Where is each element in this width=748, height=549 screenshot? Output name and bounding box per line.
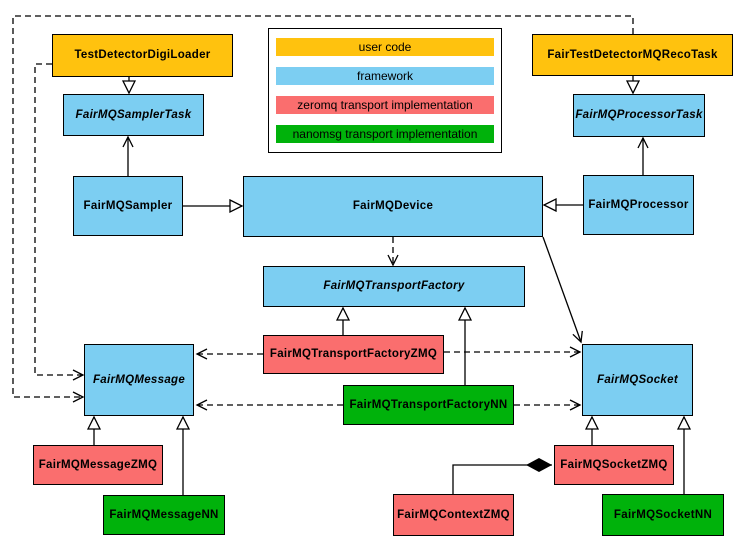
class-box-fairmqsocketzmq: FairMQSocketZMQ xyxy=(554,445,674,485)
edge-contextzmq-socketzmq xyxy=(452,458,552,494)
class-box-fairmqsamplertask: FairMQSamplerTask xyxy=(63,94,204,136)
class-box-fairmqprocessor: FairMQProcessor xyxy=(583,175,694,235)
class-box-fairmqtransportfactory: FairMQTransportFactory xyxy=(263,266,525,307)
class-box-fairmqdevice: FairMQDevice xyxy=(243,176,543,237)
class-box-fairmqtransportfactorynn: FairMQTransportFactoryNN xyxy=(343,385,514,425)
legend-item-zeromq: zeromq transport implementation xyxy=(276,96,494,114)
edge-device-socket xyxy=(542,236,583,344)
legend-item-user-code: user code xyxy=(276,38,494,56)
legend-item-nanomsg: nanomsg transport implementation xyxy=(276,125,494,143)
class-box-fairmqprocessortask: FairMQProcessorTask xyxy=(573,94,705,137)
class-box-fairmqmessage: FairMQMessage xyxy=(84,344,194,416)
edge-digiloader-message xyxy=(34,63,85,381)
class-box-fairmqtransportfactoryzmq: FairMQTransportFactoryZMQ xyxy=(263,335,444,374)
legend-item-framework: framework xyxy=(276,67,494,85)
legend: user code framework zeromq transport imp… xyxy=(268,28,502,153)
class-box-testdetectordigiloader: TestDetectorDigiLoader xyxy=(52,34,233,77)
class-box-fairmqmessagenn: FairMQMessageNN xyxy=(103,495,225,535)
class-box-fairmqsampler: FairMQSampler xyxy=(73,176,183,236)
class-box-fairmqmessagezmq: FairMQMessageZMQ xyxy=(33,445,163,485)
edge-recotask-message xyxy=(12,15,634,403)
class-box-fairtestdetectormqrecotask: FairTestDetectorMQRecoTask xyxy=(532,34,733,76)
class-box-fairmqcontextzmq: FairMQContextZMQ xyxy=(393,494,514,536)
class-box-fairmqsocket: FairMQSocket xyxy=(582,344,693,416)
class-box-fairmqsocketnn: FairMQSocketNN xyxy=(602,494,724,536)
